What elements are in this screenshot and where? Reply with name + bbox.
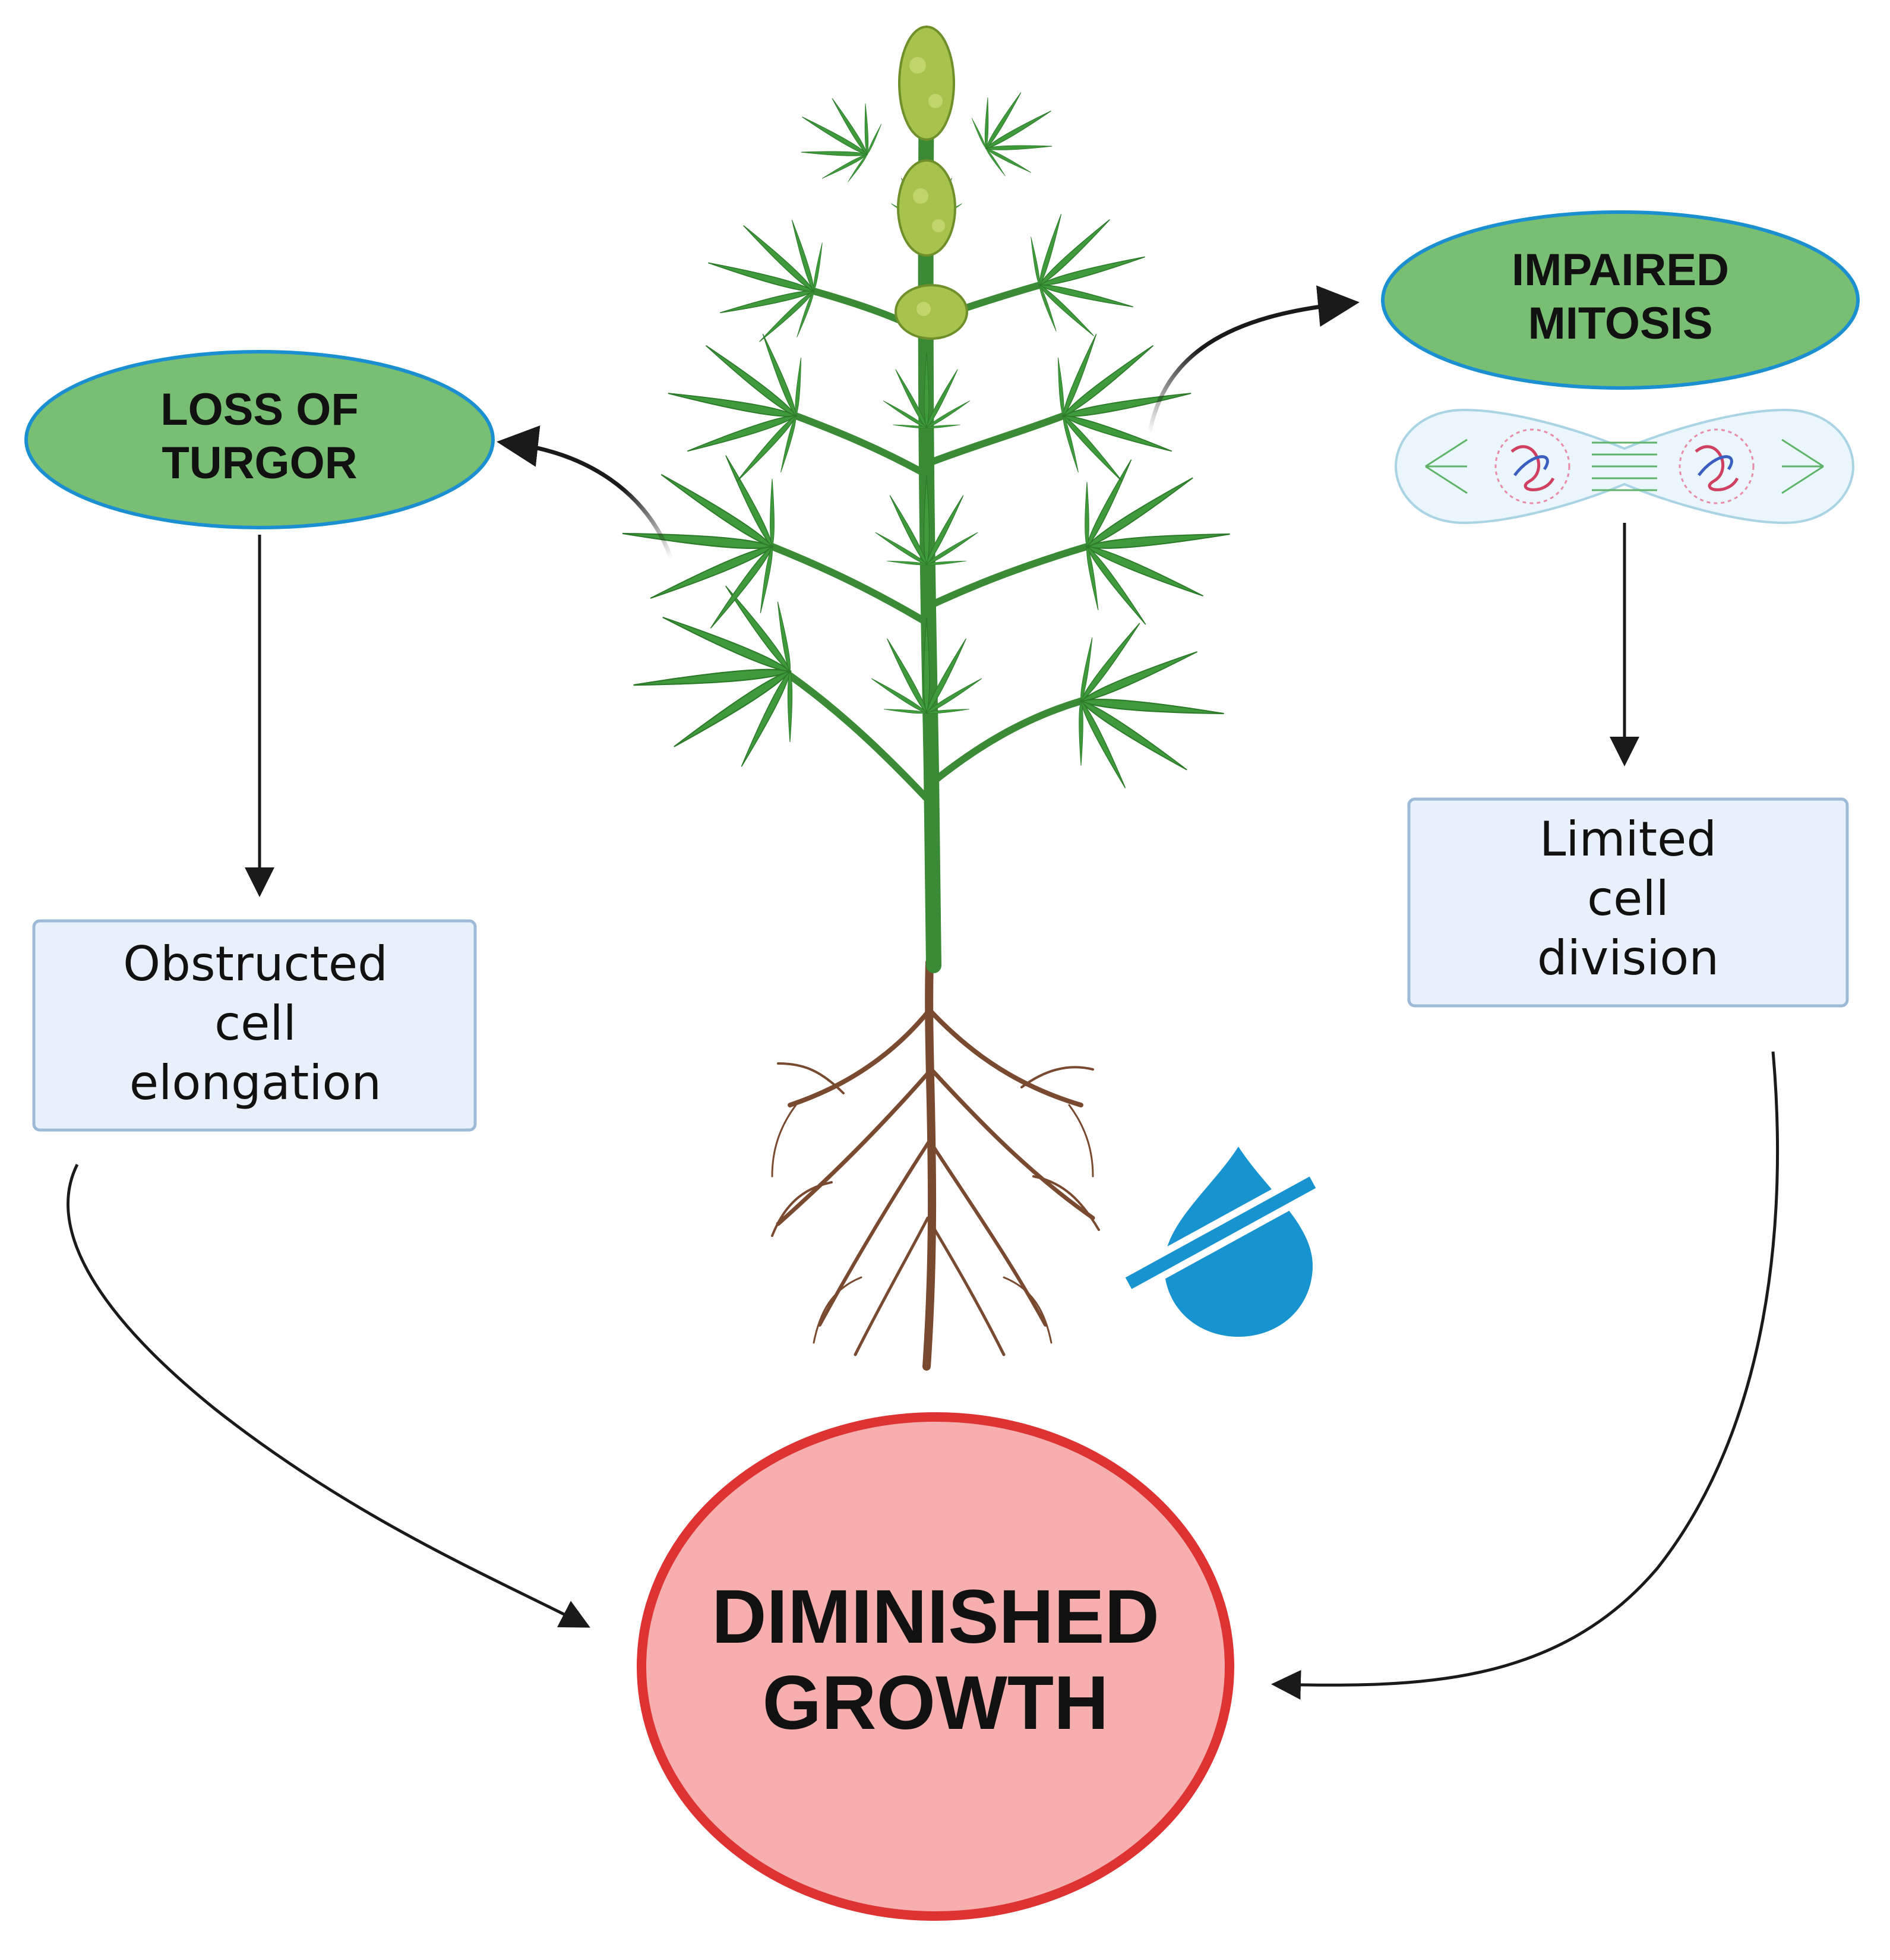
limited-line3: division [1537, 930, 1719, 986]
impaired-mitosis-line1: IMPAIRED [1512, 245, 1729, 295]
diminished-line1: DIMINISHED [712, 1574, 1159, 1659]
limited-line1: Limited [1540, 812, 1717, 867]
arrow-plant-to-turgor [497, 425, 674, 560]
impaired-mitosis-line2: MITOSIS [1528, 298, 1712, 349]
loss-of-turgor-line2: TURGOR [162, 438, 357, 488]
plant-buds [895, 26, 968, 340]
obstructed-cell-elongation-node: Obstructed cell elongation [32, 919, 477, 1132]
cannabis-plant-icon [615, 26, 1237, 1371]
loss-of-turgor-line1: LOSS OF [160, 384, 359, 435]
impaired-mitosis-node: IMPAIRED MITOSIS [1381, 210, 1860, 390]
arrow-limited-to-growth [1271, 1051, 1780, 1700]
plant-roots [771, 958, 1100, 1371]
diminished-growth-node: DIMINISHED GROWTH [637, 1412, 1234, 1921]
loss-of-turgor-node: LOSS OF TURGOR [24, 350, 495, 529]
arrow-obstructed-to-growth [67, 1163, 590, 1628]
limited-line2: cell [1587, 871, 1669, 926]
no-water-drop-icon [1121, 1147, 1320, 1337]
diminished-line2: GROWTH [763, 1661, 1109, 1746]
cell-division-icon [1394, 408, 1855, 525]
obstructed-line2: cell [214, 996, 296, 1051]
limited-cell-division-node: Limited cell division [1407, 797, 1849, 1008]
obstructed-line1: Obstructed [123, 936, 388, 992]
obstructed-line3: elongation [129, 1055, 381, 1110]
arrow-plant-to-mitosis [1147, 285, 1360, 434]
